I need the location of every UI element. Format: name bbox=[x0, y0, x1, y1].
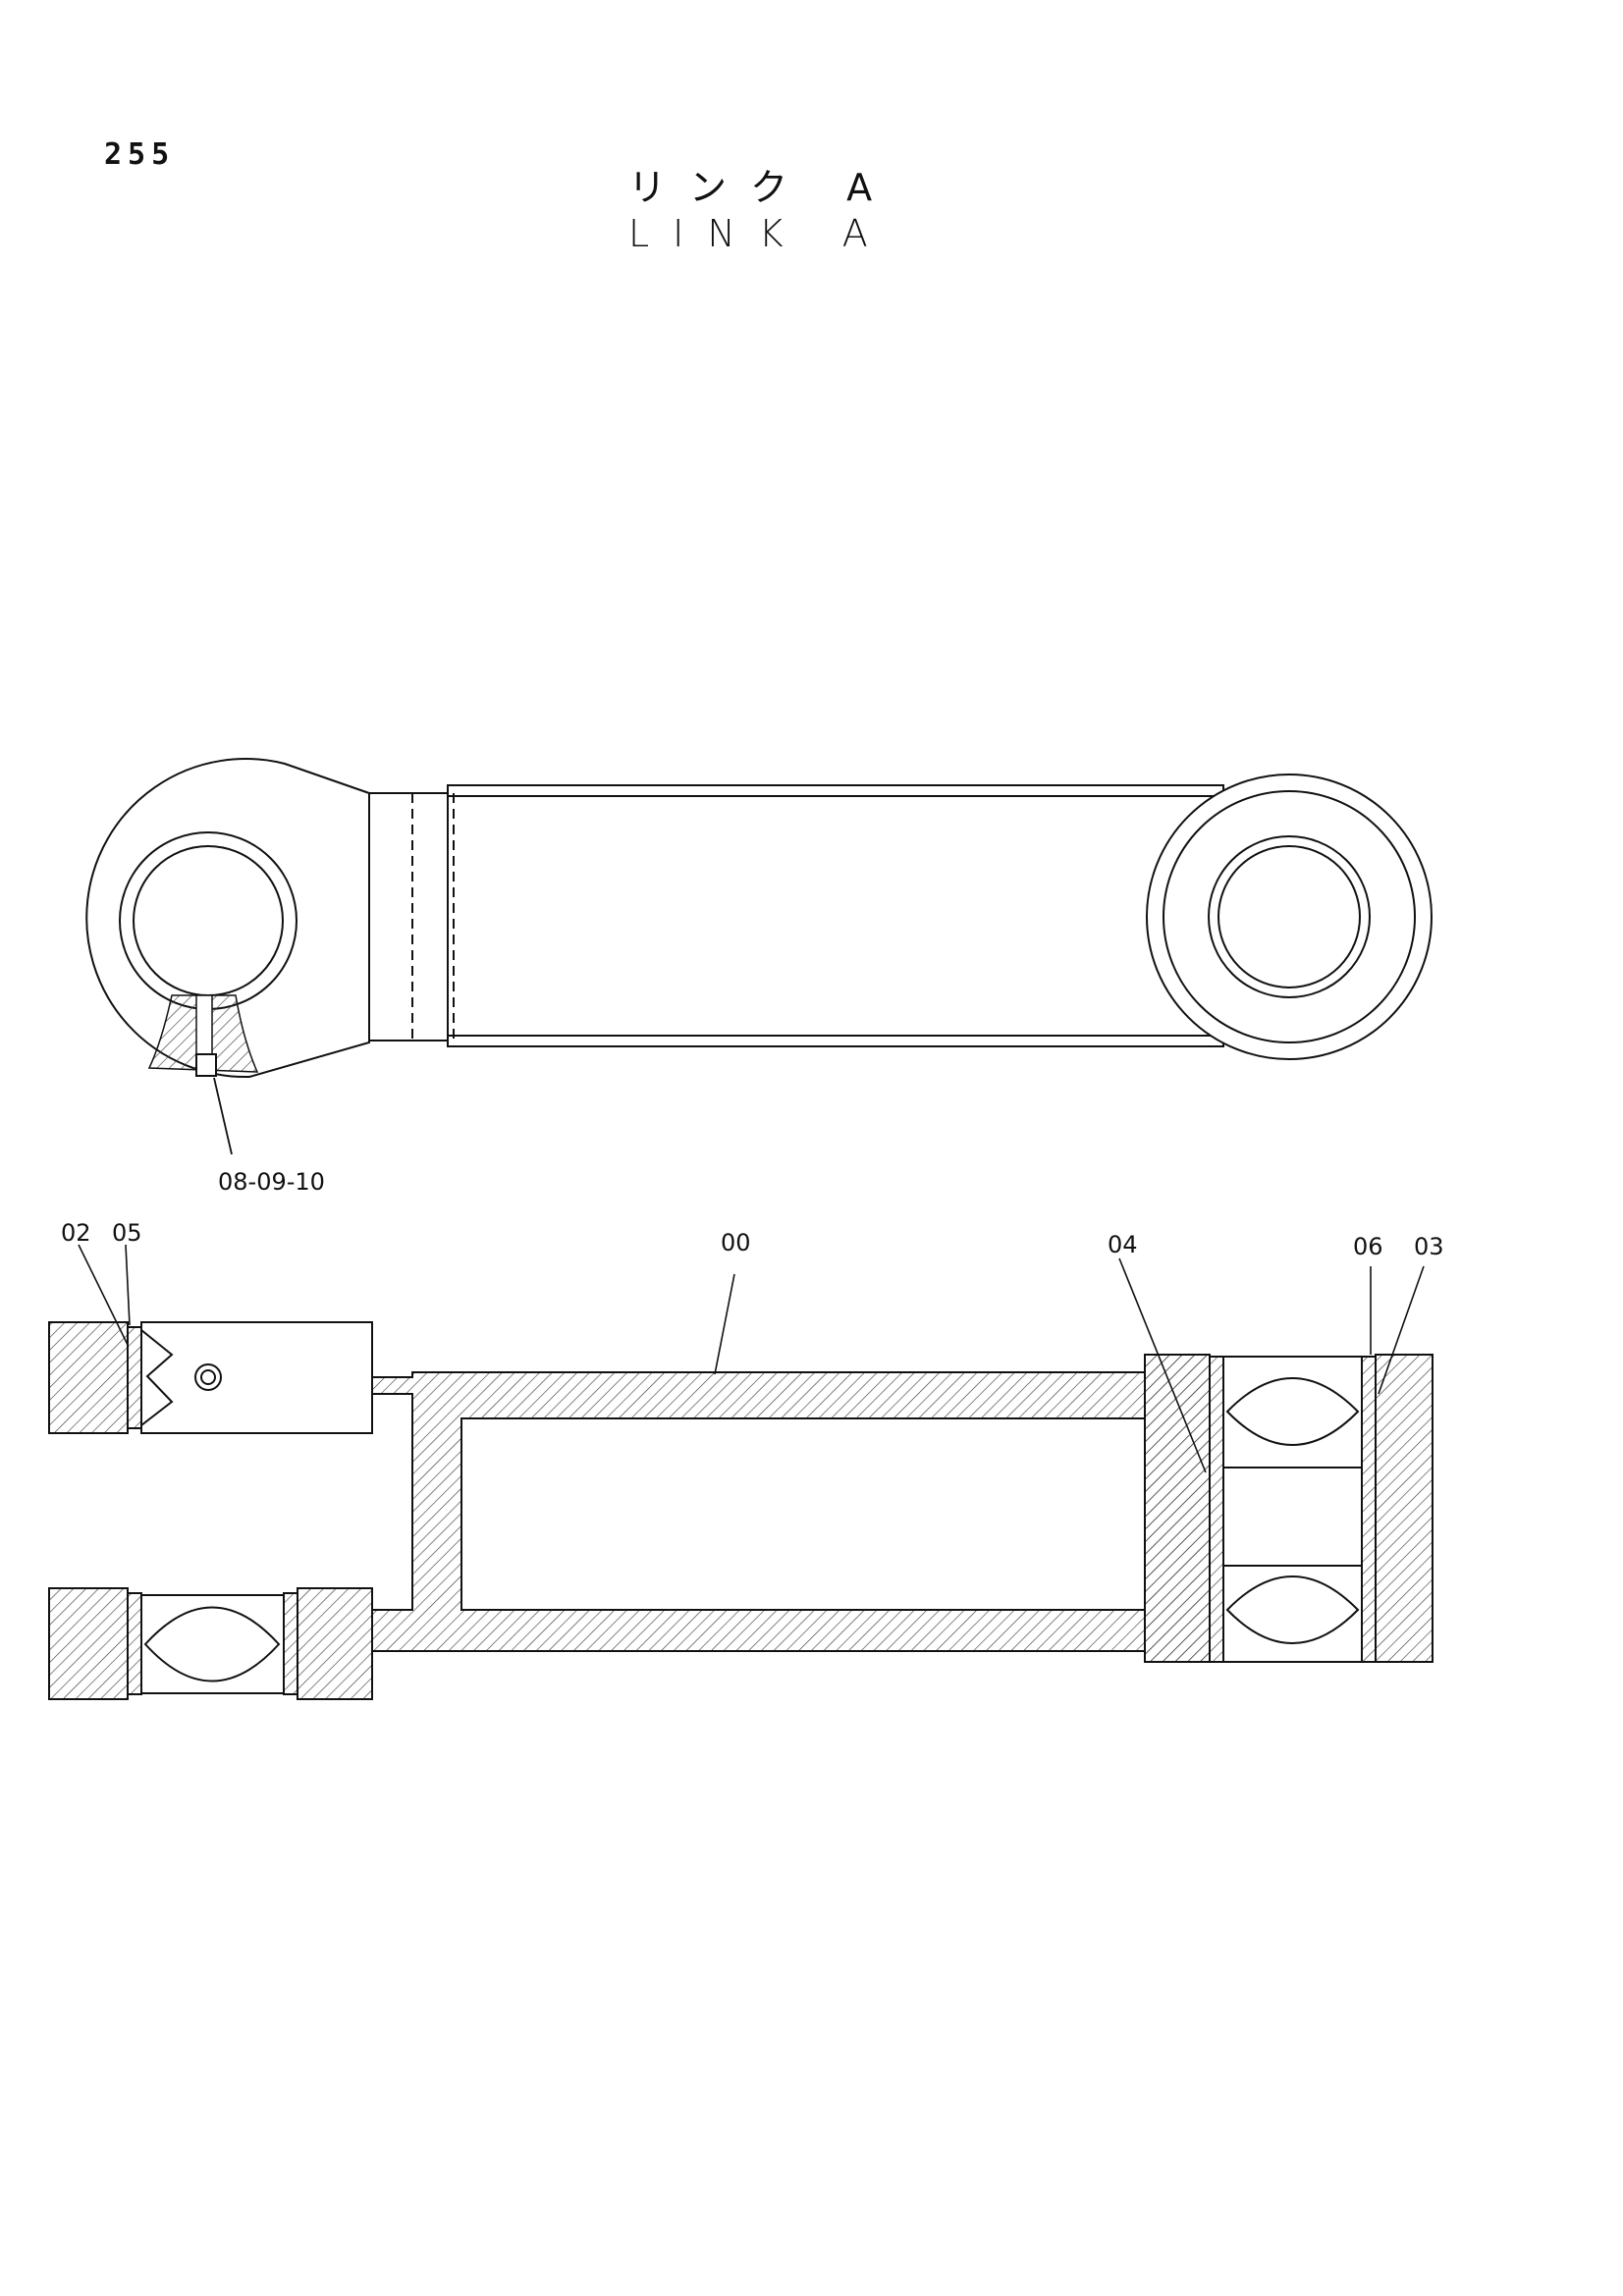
upper-left-boss bbox=[48, 1321, 129, 1434]
callout-04: 04 bbox=[1108, 1231, 1138, 1258]
link-body bbox=[447, 784, 1224, 1047]
lower-left-boss bbox=[48, 1587, 129, 1700]
section-view bbox=[48, 1321, 1434, 1700]
callout-03: 03 bbox=[1414, 1233, 1444, 1260]
right-boss-outer bbox=[1208, 835, 1371, 998]
plan-view bbox=[85, 758, 1433, 1155]
callout-02: 02 bbox=[61, 1219, 91, 1247]
callout-grease-fitting: 08-09-10 bbox=[218, 1168, 325, 1196]
right-eye-flange bbox=[1163, 790, 1416, 1043]
right-boss-inner bbox=[1217, 845, 1361, 988]
title-english: LINK A bbox=[628, 212, 892, 255]
right-eye-outer bbox=[1146, 774, 1433, 1060]
callout-05: 05 bbox=[112, 1219, 142, 1247]
callout-00: 00 bbox=[721, 1229, 751, 1256]
page-number: 255 bbox=[104, 137, 176, 172]
title-japanese: リンク A bbox=[628, 166, 896, 209]
link-frame-section bbox=[371, 1354, 1211, 1663]
grease-fitting-icon bbox=[195, 1053, 217, 1077]
left-neck-block bbox=[368, 792, 449, 1041]
left-boss-outer-ring bbox=[119, 831, 298, 1010]
leader-lines bbox=[78, 1244, 1425, 1473]
left-boss-inner-ring bbox=[133, 845, 284, 996]
callout-06: 06 bbox=[1353, 1233, 1383, 1260]
